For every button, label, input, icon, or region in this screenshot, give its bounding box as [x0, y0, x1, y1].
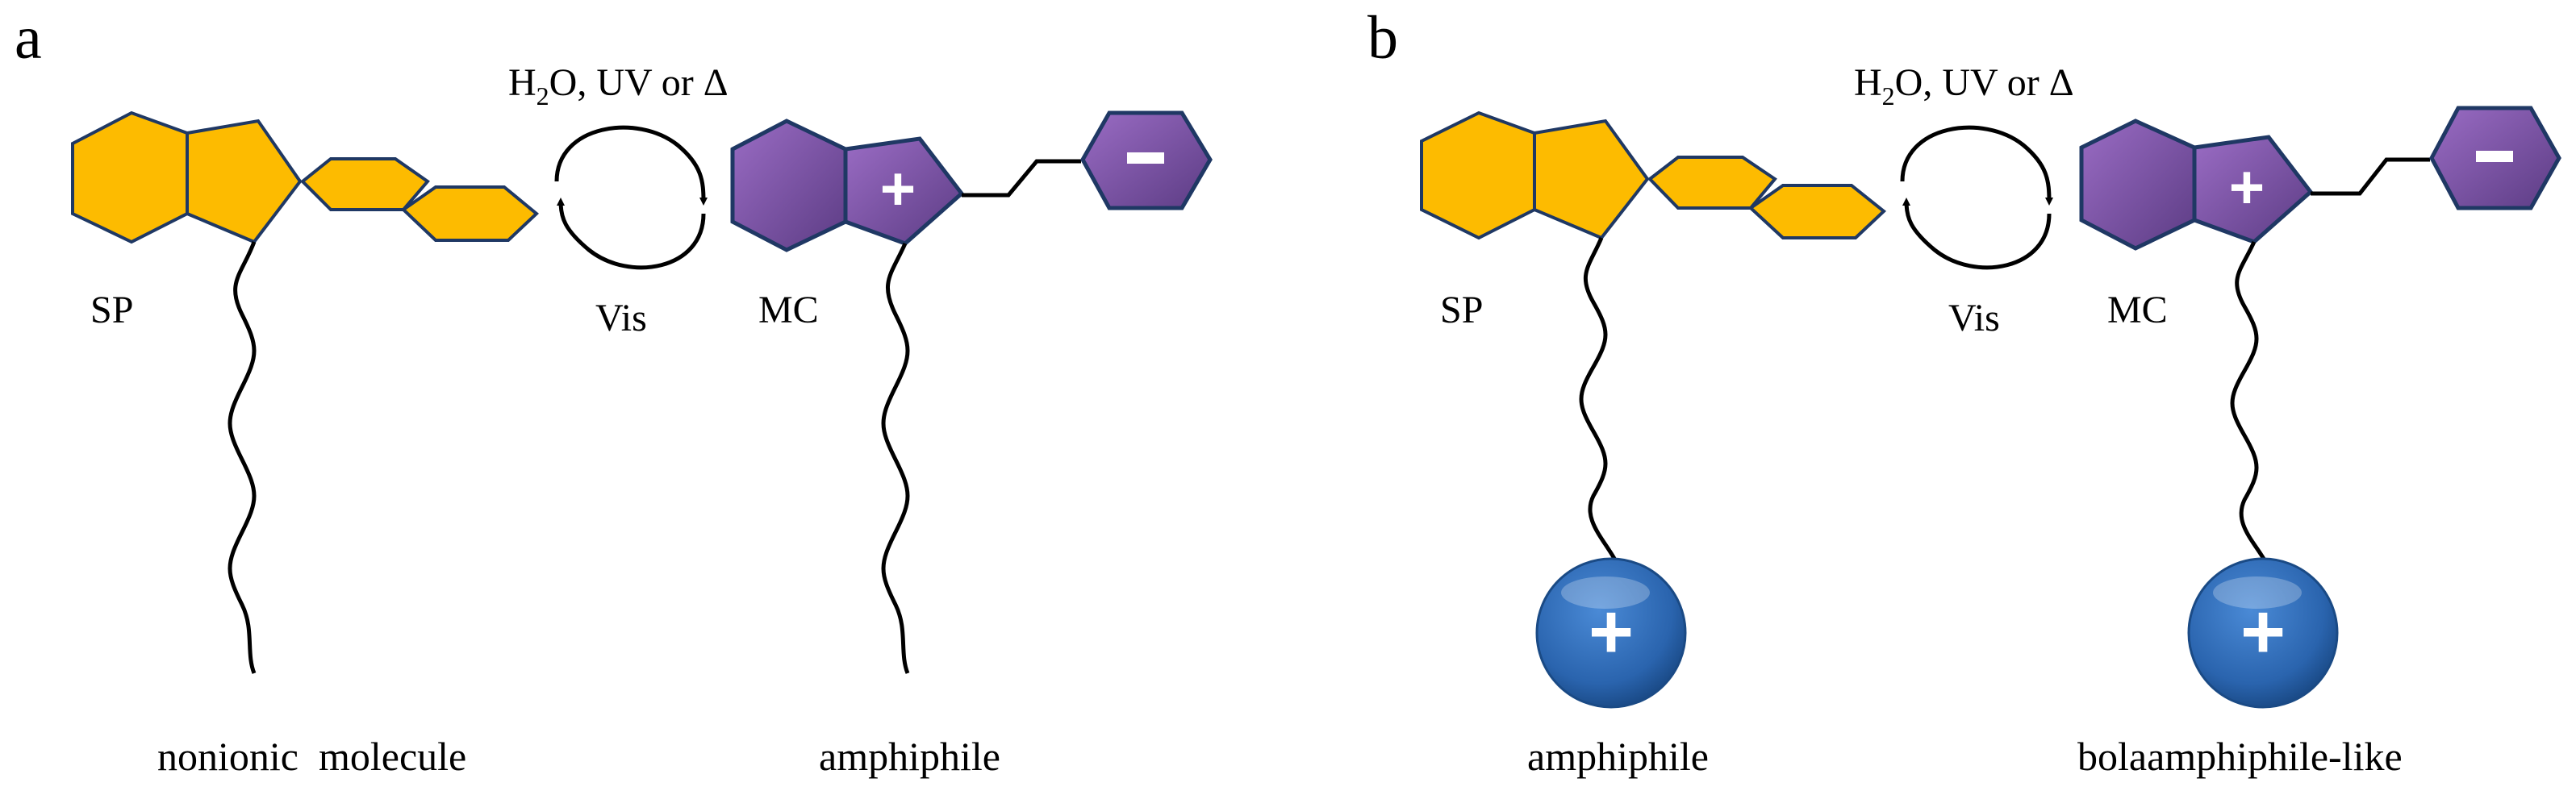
alkyl-chain	[2230, 240, 2269, 566]
sp-small-ring-2	[400, 185, 540, 242]
sp-label: SP	[1440, 289, 1483, 331]
headgroup-highlight	[2213, 576, 2302, 609]
left-caption: nonionic molecule	[157, 734, 466, 779]
alkyl-chain	[1579, 237, 1620, 566]
right-caption: amphiphile	[819, 734, 1000, 779]
mc-pentagon	[843, 136, 965, 246]
forward-arrow	[554, 125, 708, 206]
back-arrow	[1902, 198, 2052, 270]
sp-small-ring-1	[1647, 156, 1777, 210]
sp-pentagon	[1533, 119, 1650, 240]
sp-label: SP	[90, 289, 133, 331]
alkyl-chain	[228, 241, 257, 674]
plus-charge: +	[2229, 153, 2265, 222]
panel-letter: b	[1367, 4, 1398, 72]
condition-forward: H2O, UV or Δ	[1854, 61, 2074, 110]
plus-charge: +	[2240, 589, 2286, 675]
minus-charge	[1127, 152, 1164, 164]
sp-molecule	[71, 110, 540, 674]
linker	[2311, 157, 2430, 196]
sp-pentagon	[186, 119, 303, 244]
left-caption: amphiphile	[1527, 734, 1709, 779]
mc-hexagon	[730, 119, 848, 252]
panel-a: a SP H2O, UV or Δ Vis + − MC	[15, 4, 1213, 779]
linker	[962, 159, 1081, 198]
plus-charge: +	[880, 155, 916, 223]
mc-label: MC	[758, 289, 819, 331]
minus-charge	[2476, 151, 2513, 162]
mc-pentagon	[2192, 135, 2314, 244]
mc-molecule: + −	[730, 110, 1213, 674]
sp-hexagon	[1420, 110, 1536, 240]
headgroup-highlight	[1561, 576, 1650, 609]
forward-arrow	[1900, 125, 2053, 206]
panel-b: b + SP H2O, UV or Δ Vis + −	[1367, 4, 2561, 779]
sp-small-ring-2	[1747, 184, 1887, 239]
panel-letter: a	[15, 4, 42, 72]
condition-back: Vis	[595, 297, 647, 339]
sp-molecule: +	[1420, 110, 1887, 709]
right-caption: bolaamphiphile-like	[2077, 734, 2403, 779]
mc-molecule: + − +	[2079, 106, 2561, 709]
sp-hexagon	[71, 110, 189, 244]
alkyl-chain	[881, 242, 910, 674]
mc-hexagon	[2079, 119, 2197, 251]
back-arrow	[557, 198, 706, 270]
plus-charge: +	[1589, 589, 1634, 675]
condition-back: Vis	[1948, 297, 2000, 339]
sp-small-ring-1	[300, 157, 430, 211]
cationic-headgroup	[2187, 557, 2339, 709]
cationic-headgroup	[1535, 557, 1687, 709]
condition-forward: H2O, UV or Δ	[508, 61, 729, 110]
mc-label: MC	[2107, 289, 2168, 331]
